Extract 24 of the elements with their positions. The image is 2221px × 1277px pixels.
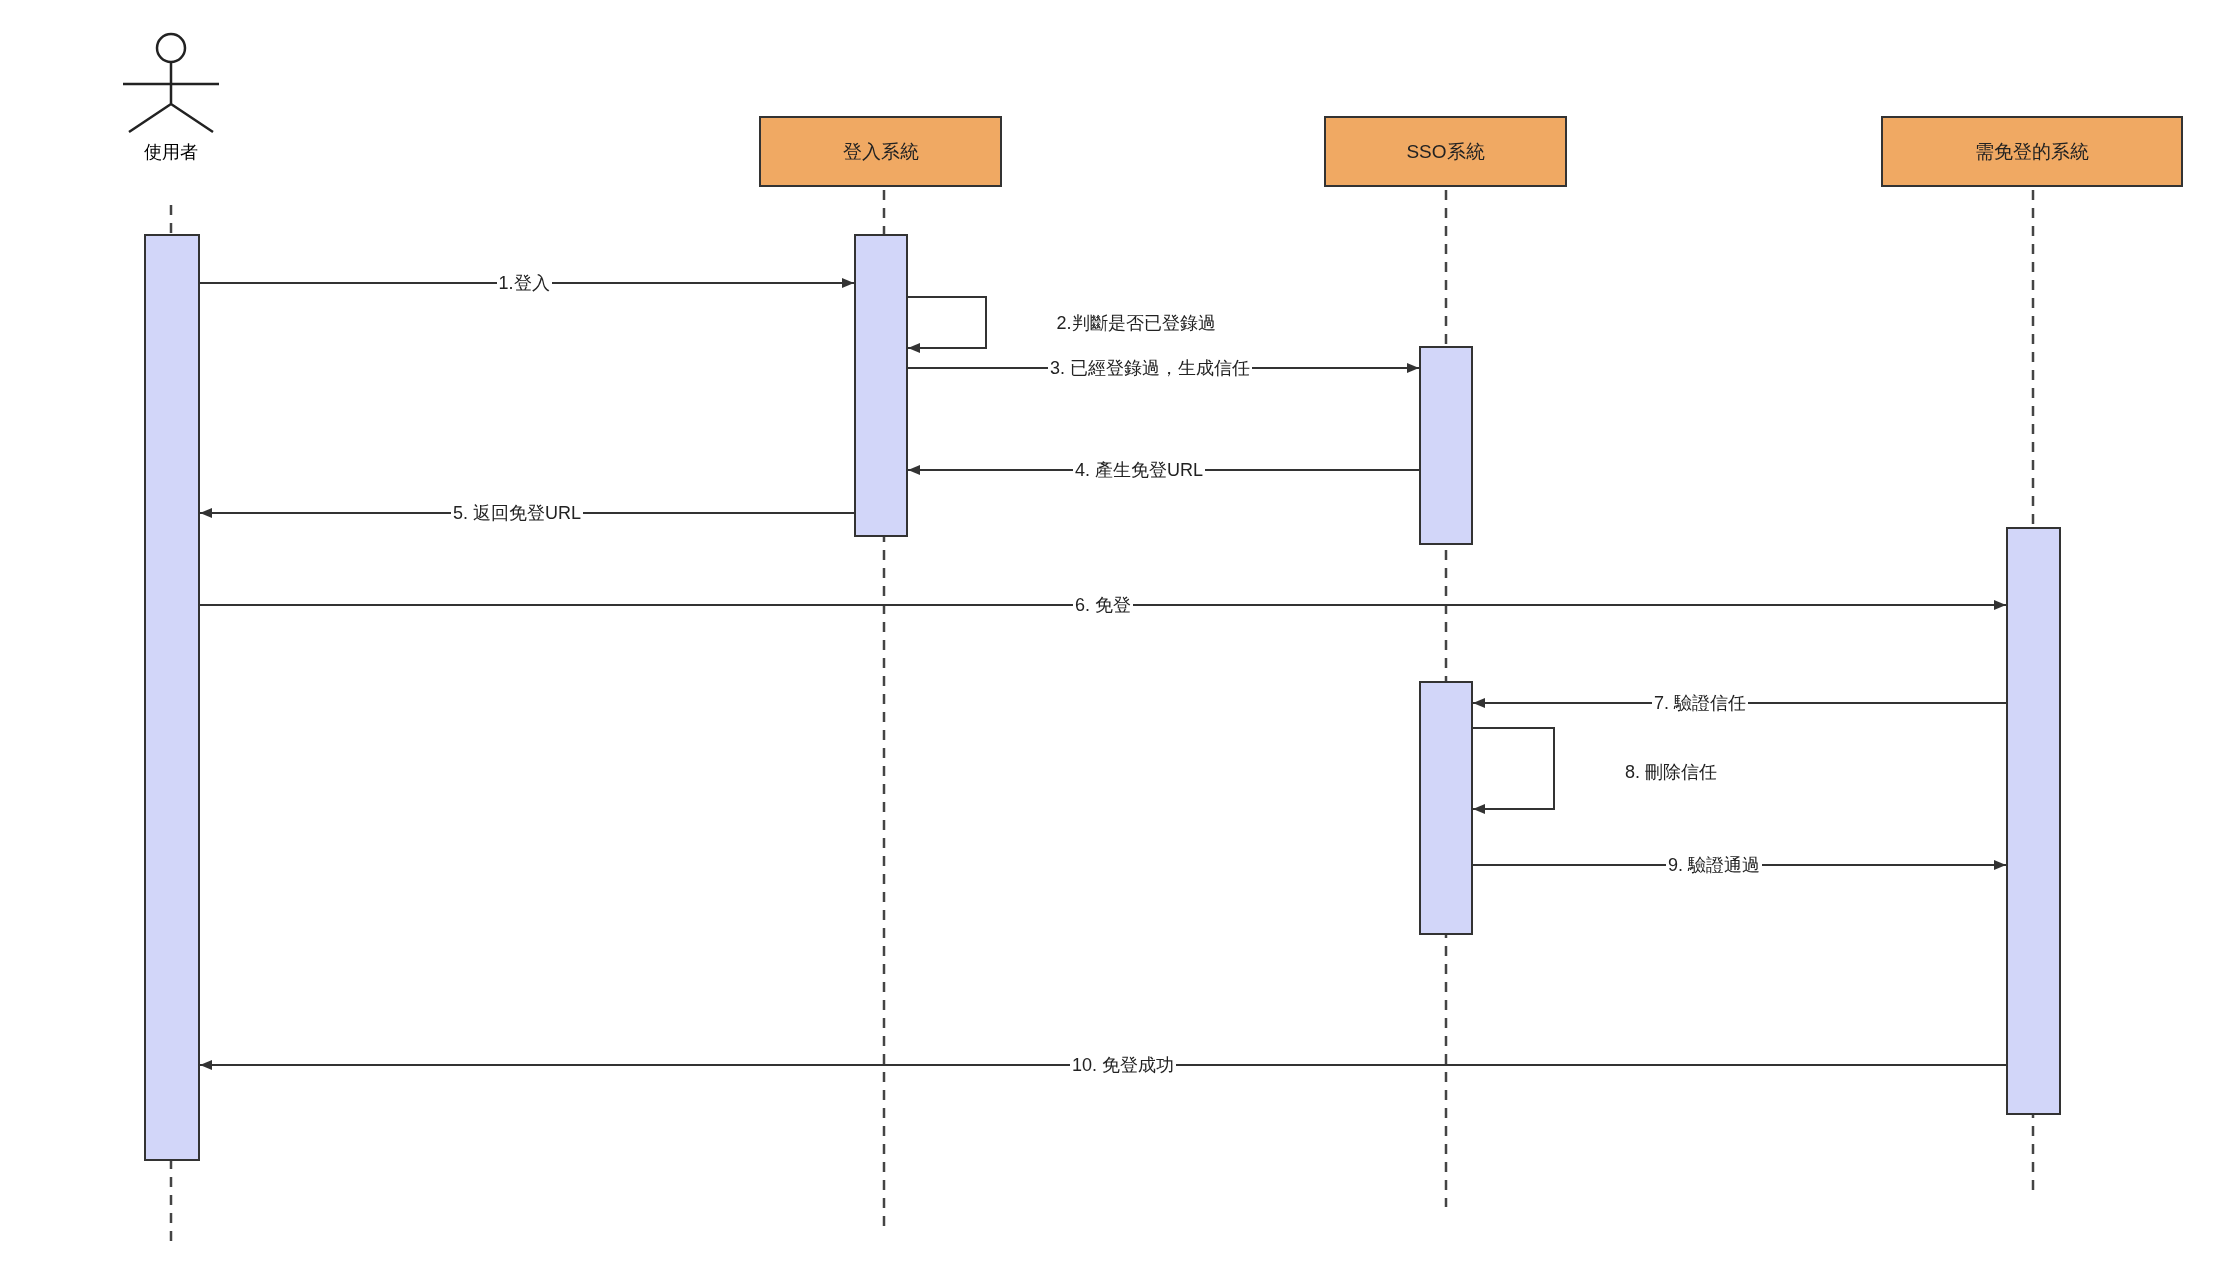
message-arrow bbox=[199, 278, 855, 288]
activation-bar bbox=[854, 234, 908, 537]
participant-box: 登入系統 bbox=[759, 116, 1002, 187]
edge-label: 10. 免登成功 bbox=[1070, 1054, 1177, 1076]
message-arrow bbox=[907, 296, 987, 353]
edge-label: 1.登入 bbox=[496, 272, 552, 294]
edge-label: 3. 已經登錄過，生成信任 bbox=[1048, 357, 1252, 379]
edge-label: 4. 產生免登URL bbox=[1073, 459, 1206, 481]
edge-label: 6. 免登 bbox=[1073, 594, 1133, 616]
activation-bar bbox=[1419, 681, 1473, 935]
edge-label: 7. 驗證信任 bbox=[1652, 692, 1748, 714]
edge-label: 8. 刪除信任 bbox=[1623, 761, 1719, 783]
participant-box: SSO系統 bbox=[1324, 116, 1567, 187]
message-arrow bbox=[199, 600, 2007, 610]
edge-label: 9. 驗證通過 bbox=[1666, 854, 1762, 876]
edge-label: 5. 返回免登URL bbox=[451, 502, 584, 524]
message-arrow bbox=[199, 1060, 2007, 1070]
activation-bar bbox=[2006, 527, 2061, 1115]
participant-box: 需免登的系統 bbox=[1881, 116, 2183, 187]
actor-label: 使用者 bbox=[144, 140, 198, 164]
message-arrow bbox=[1472, 727, 1555, 814]
edge-label: 2.判斷是否已登錄過 bbox=[1054, 312, 1218, 334]
activation-bar bbox=[1419, 346, 1473, 545]
activation-bar bbox=[144, 234, 200, 1161]
